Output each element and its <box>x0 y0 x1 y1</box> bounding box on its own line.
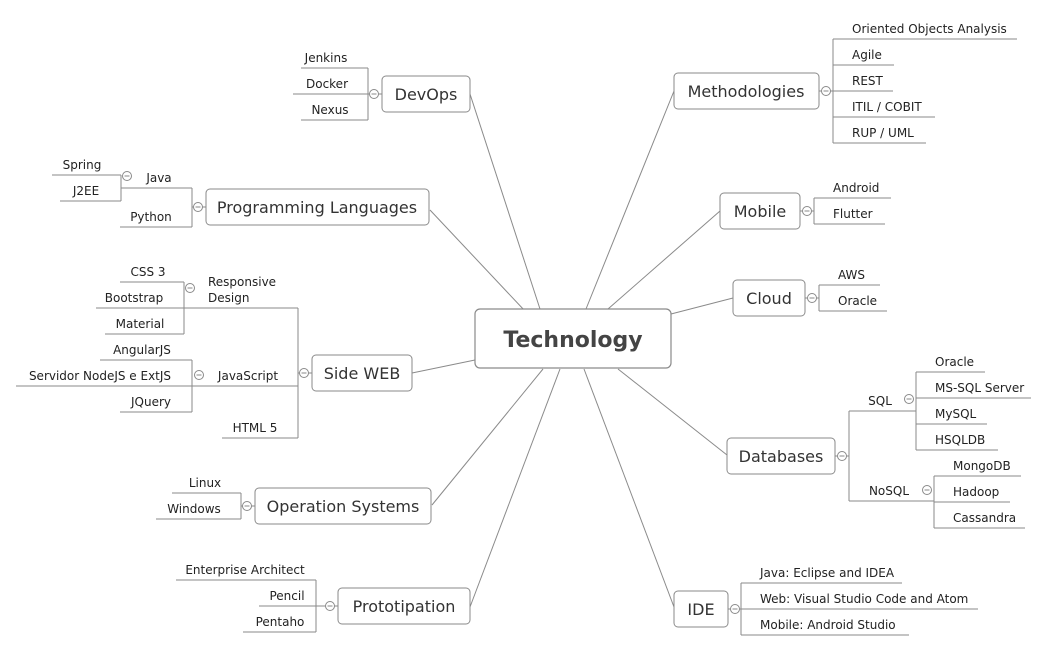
javascript-node[interactable]: JavaScript <box>217 369 278 383</box>
mobile-collapse-toggle[interactable] <box>802 206 812 216</box>
edge-databases <box>617 368 728 456</box>
java-node[interactable]: Java <box>145 171 171 185</box>
edge-devops <box>469 93 541 310</box>
methodologies-item[interactable]: Oriented Objects Analysis <box>852 22 1007 36</box>
edge-prototipation <box>469 368 561 608</box>
databases-collapse-toggle[interactable] <box>837 451 847 461</box>
ide-collapse-toggle[interactable] <box>730 604 740 614</box>
responsive-item[interactable]: CSS 3 <box>130 265 165 279</box>
devops-collapse-toggle[interactable] <box>369 89 379 99</box>
devops-item[interactable]: Docker <box>306 77 348 91</box>
branch-operation-systems: Linux Windows Operation Systems <box>156 476 432 525</box>
responsive-item[interactable]: Bootstrap <box>105 291 163 305</box>
nosql-item[interactable]: MongoDB <box>953 459 1011 473</box>
javascript-collapse-toggle[interactable] <box>194 370 204 380</box>
javascript-item[interactable]: Servidor NodeJS e ExtJS <box>29 369 171 383</box>
programming-languages-node[interactable] <box>205 188 430 226</box>
python-node[interactable]: Python <box>130 210 172 224</box>
side-web-label: Side WEB <box>324 364 401 383</box>
edge-mobile <box>607 210 721 310</box>
methodologies-item[interactable]: ITIL / COBIT <box>852 100 922 114</box>
methodologies-item[interactable]: RUP / UML <box>852 126 914 140</box>
branch-programming-languages: Spring J2EE Java Python Programming Lang… <box>52 158 430 228</box>
methodologies-label: Methodologies <box>688 82 805 101</box>
edge-programming-languages <box>429 209 526 312</box>
center-node[interactable]: Technology <box>474 308 672 369</box>
java-collapse-toggle[interactable] <box>122 171 132 181</box>
branch-mobile: Mobile Android Flutter <box>719 181 891 230</box>
responsive-item[interactable]: Material <box>116 317 165 331</box>
branch-ide: IDE Java: Eclipse and IDEA Web: Visual S… <box>673 566 978 636</box>
prototipation-item[interactable]: Pentaho <box>256 615 305 629</box>
javascript-item[interactable]: JQuery <box>130 395 171 409</box>
responsive-node-line1[interactable]: Responsive <box>208 275 276 289</box>
branch-devops: Jenkins Docker Nexus DevOps <box>293 51 471 121</box>
html5-node[interactable]: HTML 5 <box>233 421 278 435</box>
mobile-item[interactable]: Flutter <box>833 207 873 221</box>
devops-label: DevOps <box>395 85 458 104</box>
responsive-node-line2[interactable]: Design <box>208 291 249 305</box>
side-web-collapse-toggle[interactable] <box>299 368 309 378</box>
prototipation-node[interactable] <box>337 587 471 625</box>
nosql-node[interactable]: NoSQL <box>869 484 909 498</box>
branch-side-web: CSS 3 Bootstrap Material Responsive Desi… <box>16 265 413 439</box>
sql-item[interactable]: MS-SQL Server <box>935 381 1024 395</box>
center-connectors <box>411 90 734 608</box>
nosql-item[interactable]: Cassandra <box>953 511 1016 525</box>
branch-databases: Databases SQL Oracle MS-SQL Server MySQL… <box>726 355 1031 529</box>
cloud-item[interactable]: AWS <box>838 268 865 282</box>
cloud-label: Cloud <box>746 289 792 308</box>
center-node-box[interactable] <box>474 308 672 369</box>
center-node-label: Technology <box>503 328 642 353</box>
side-web-node[interactable] <box>311 354 413 392</box>
prototipation-label: Prototipation <box>353 597 456 616</box>
cloud-collapse-toggle[interactable] <box>807 293 817 303</box>
devops-node[interactable] <box>381 75 471 113</box>
ide-item[interactable]: Java: Eclipse and IDEA <box>759 566 895 580</box>
mobile-item[interactable]: Android <box>833 181 879 195</box>
cloud-item[interactable]: Oracle <box>838 294 877 308</box>
edge-ide <box>583 368 675 608</box>
devops-item[interactable]: Jenkins <box>304 51 348 65</box>
programming-languages-label: Programming Languages <box>217 198 417 217</box>
devops-item[interactable]: Nexus <box>311 103 348 117</box>
sql-node[interactable]: SQL <box>868 394 892 408</box>
nosql-collapse-toggle[interactable] <box>922 485 932 495</box>
sql-collapse-toggle[interactable] <box>904 394 914 404</box>
responsive-collapse-toggle[interactable] <box>185 283 195 293</box>
os-item[interactable]: Windows <box>167 502 221 516</box>
ide-item[interactable]: Web: Visual Studio Code and Atom <box>760 592 968 606</box>
ide-item[interactable]: Mobile: Android Studio <box>760 618 896 632</box>
branch-prototipation: Enterprise Architect Pencil Pentaho Prot… <box>176 563 471 633</box>
branch-cloud: Cloud AWS Oracle <box>732 268 887 317</box>
edge-cloud <box>670 297 734 315</box>
prototipation-item[interactable]: Pencil <box>269 589 304 603</box>
mobile-label: Mobile <box>734 202 786 221</box>
prototipation-collapse-toggle[interactable] <box>325 601 335 611</box>
methodologies-item[interactable]: REST <box>852 74 884 88</box>
sql-item[interactable]: HSQLDB <box>935 433 985 447</box>
os-item[interactable]: Linux <box>189 476 221 490</box>
operation-systems-node[interactable] <box>254 487 432 525</box>
databases-label: Databases <box>739 447 824 466</box>
methodologies-item[interactable]: Agile <box>852 48 882 62</box>
methodologies-collapse-toggle[interactable] <box>821 86 831 96</box>
sql-item[interactable]: MySQL <box>935 407 977 421</box>
javascript-item[interactable]: AngularJS <box>113 343 171 357</box>
prototipation-item[interactable]: Enterprise Architect <box>185 563 305 577</box>
branch-methodologies: Methodologies Oriented Objects Analysis … <box>673 22 1017 144</box>
operation-systems-collapse-toggle[interactable] <box>242 501 252 511</box>
programming-languages-collapse-toggle[interactable] <box>193 202 203 212</box>
nosql-item[interactable]: Hadoop <box>953 485 999 499</box>
edge-side-web <box>411 359 476 374</box>
edge-methodologies <box>585 90 675 310</box>
edge-operation-systems <box>431 368 544 506</box>
java-item[interactable]: J2EE <box>72 184 99 198</box>
operation-systems-label: Operation Systems <box>267 497 420 516</box>
ide-label: IDE <box>687 600 714 619</box>
java-item[interactable]: Spring <box>63 158 102 172</box>
sql-item[interactable]: Oracle <box>935 355 974 369</box>
